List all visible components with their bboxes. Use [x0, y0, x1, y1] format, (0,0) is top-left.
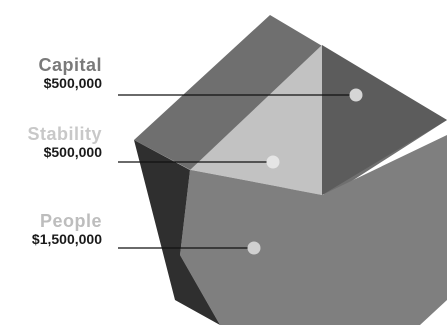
people-label: People $1,500,000 — [32, 211, 102, 247]
stability-marker — [267, 156, 280, 169]
capital-amount: $500,000 — [38, 75, 102, 91]
stability-name: Stability — [27, 124, 102, 144]
stability-amount: $500,000 — [27, 144, 102, 160]
capital-marker — [350, 89, 363, 102]
people-marker — [248, 242, 261, 255]
people-name: People — [32, 211, 102, 231]
capital-label: Capital $500,000 — [38, 55, 102, 91]
stability-label: Stability $500,000 — [27, 124, 102, 160]
capital-name: Capital — [38, 55, 102, 75]
people-amount: $1,500,000 — [32, 231, 102, 247]
